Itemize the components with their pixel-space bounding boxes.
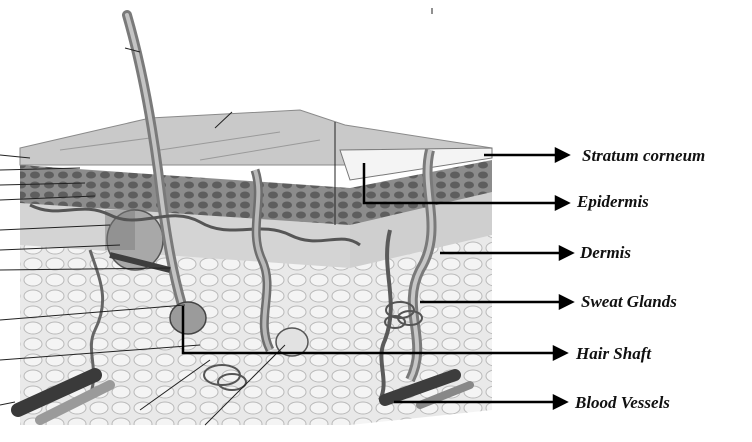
arrow-stratum-corneum: [484, 149, 568, 161]
label-dermis: Dermis: [579, 243, 631, 262]
label-epidermis: Epidermis: [576, 192, 649, 211]
label-stratum-corneum: Stratum corneum: [582, 146, 705, 165]
callout-labels: Stratum corneum Epidermis Dermis Sweat G…: [574, 146, 705, 412]
hair-follicle-bulb: [170, 302, 206, 334]
label-sweat-glands: Sweat Glands: [581, 292, 677, 311]
label-hair-shaft: Hair Shaft: [575, 344, 652, 363]
skin-block-illustration: [0, 8, 492, 425]
label-blood-vessels: Blood Vessels: [574, 393, 670, 412]
